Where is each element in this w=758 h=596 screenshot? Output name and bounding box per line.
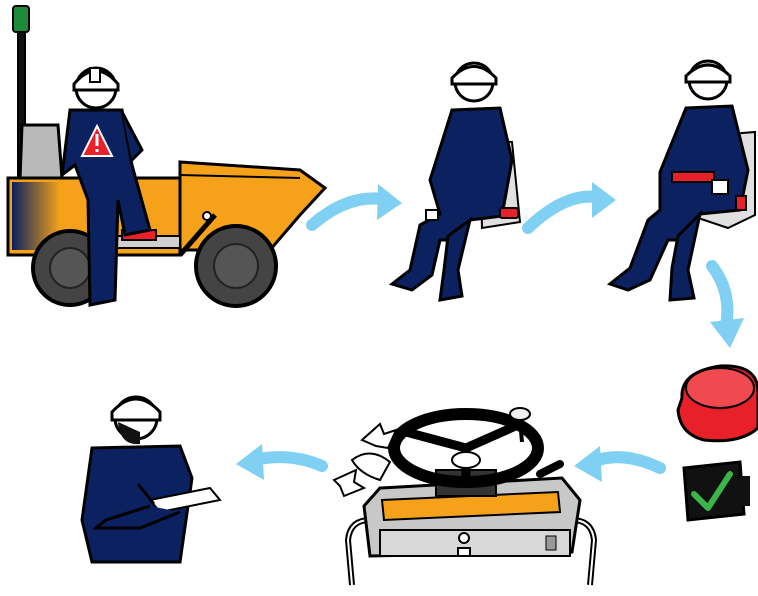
flow-arrow-1 (312, 184, 402, 225)
seated-operator-icon (392, 63, 520, 300)
flow-arrow-5 (236, 444, 322, 480)
steering-wheel-console-icon (334, 408, 594, 585)
flow-arrow-4 (574, 446, 660, 482)
flow-arrow-2 (528, 182, 616, 228)
dumper-operator-warning-icon (8, 6, 325, 306)
seatbelt-fasten-icon (610, 61, 755, 300)
green-checkmark-icon (684, 462, 750, 520)
red-stop-button-icon (678, 366, 758, 441)
flow-arrow-3 (710, 266, 744, 348)
clipboard-inspector-icon (82, 397, 220, 562)
